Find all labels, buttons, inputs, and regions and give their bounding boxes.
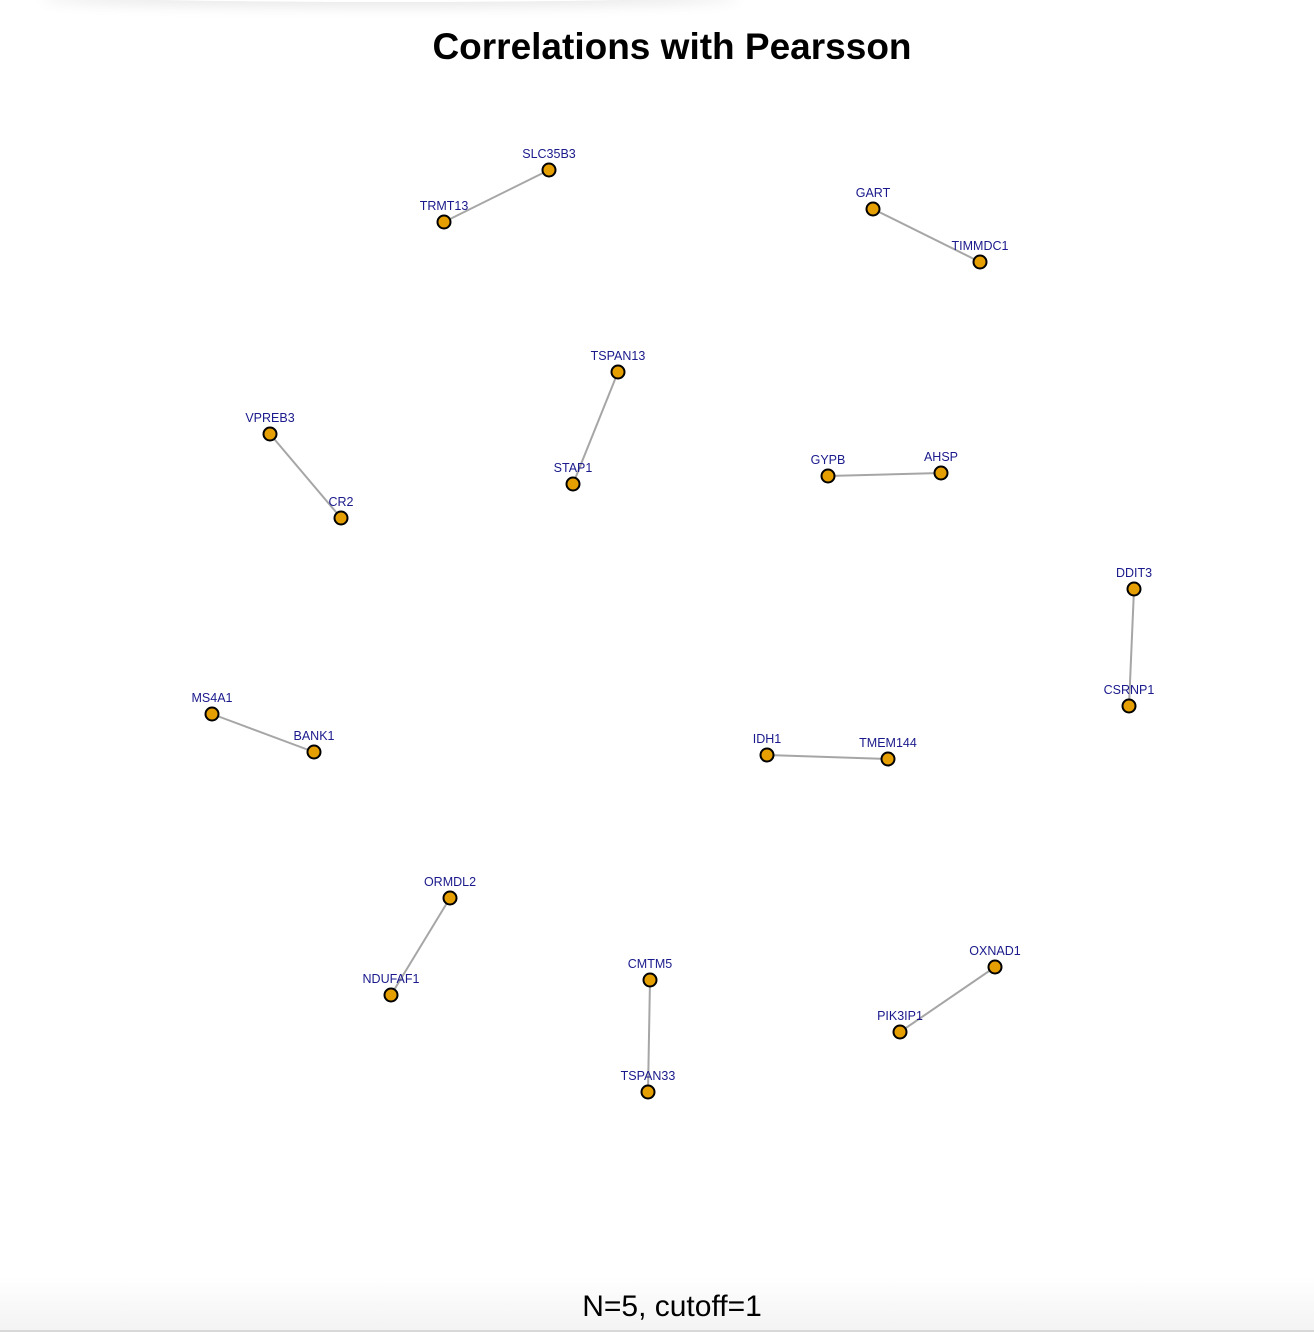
node-oxnad1[interactable] [987,959,1003,975]
node-trmt13[interactable] [436,214,452,230]
bottom-bar [0,1276,1314,1332]
node-label-ndufaf1: NDUFAF1 [363,972,420,986]
node-label-tspan33: TSPAN33 [621,1069,676,1083]
chart-title: Correlations with Pearsson [432,26,912,67]
top-shadow [40,0,740,2]
edge-ms4a1-bank1 [211,713,315,753]
edge-ormdl2-ndufaf1 [390,897,451,996]
node-timmdc1[interactable] [972,254,988,270]
edge-trmt13-slc35b3 [443,169,550,223]
node-label-cmtm5: CMTM5 [628,957,672,971]
node-label-gart: GART [856,186,891,200]
node-ndufaf1[interactable] [383,987,399,1003]
node-label-stap1: STAP1 [554,461,593,475]
node-cmtm5[interactable] [642,972,658,988]
node-label-idh1: IDH1 [753,732,782,746]
edge-oxnad1-pik3ip1 [899,966,996,1033]
node-gart[interactable] [865,201,881,217]
node-label-slc35b3: SLC35B3 [522,147,576,161]
node-label-timmdc1: TIMMDC1 [952,239,1009,253]
node-tmem144[interactable] [880,751,896,767]
graph-caption: N=5, cutoff=1 [582,1290,762,1323]
node-ahsp[interactable] [933,465,949,481]
node-label-vpreb3: VPREB3 [245,411,294,425]
node-label-bank1: BANK1 [294,729,335,743]
node-tspan13[interactable] [610,364,626,380]
node-label-ddit3: DDIT3 [1116,566,1152,580]
node-label-csrnp1: CSRNP1 [1104,683,1155,697]
edge-gart-timmdc1 [872,208,981,263]
node-label-pik3ip1: PIK3IP1 [877,1009,923,1023]
node-ddit3[interactable] [1126,581,1142,597]
node-slc35b3[interactable] [541,162,557,178]
node-label-tmem144: TMEM144 [859,736,917,750]
node-label-cr2: CR2 [328,495,353,509]
node-label-trmt13: TRMT13 [420,199,469,213]
edge-cmtm5-tspan33 [647,979,651,1093]
node-ormdl2[interactable] [442,890,458,906]
node-label-tspan13: TSPAN13 [591,349,646,363]
edge-gypb-ahsp [827,472,942,477]
node-label-ms4a1: MS4A1 [192,691,233,705]
node-pik3ip1[interactable] [892,1024,908,1040]
nodes-layer [204,162,1142,1100]
edge-idh1-tmem144 [766,754,889,760]
node-cr2[interactable] [333,510,349,526]
node-label-ormdl2: ORMDL2 [424,875,476,889]
edge-vpreb3-cr2 [269,433,342,519]
node-label-gypb: GYPB [811,453,846,467]
node-idh1[interactable] [759,747,775,763]
node-stap1[interactable] [565,476,581,492]
edge-ddit3-csrnp1 [1128,588,1135,707]
node-vpreb3[interactable] [262,426,278,442]
edges-layer [211,169,1135,1093]
edge-tspan13-stap1 [572,371,619,485]
node-tspan33[interactable] [640,1084,656,1100]
node-csrnp1[interactable] [1121,698,1137,714]
node-label-oxnad1: OXNAD1 [969,944,1020,958]
node-label-ahsp: AHSP [924,450,958,464]
node-bank1[interactable] [306,744,322,760]
node-ms4a1[interactable] [204,706,220,722]
node-gypb[interactable] [820,468,836,484]
